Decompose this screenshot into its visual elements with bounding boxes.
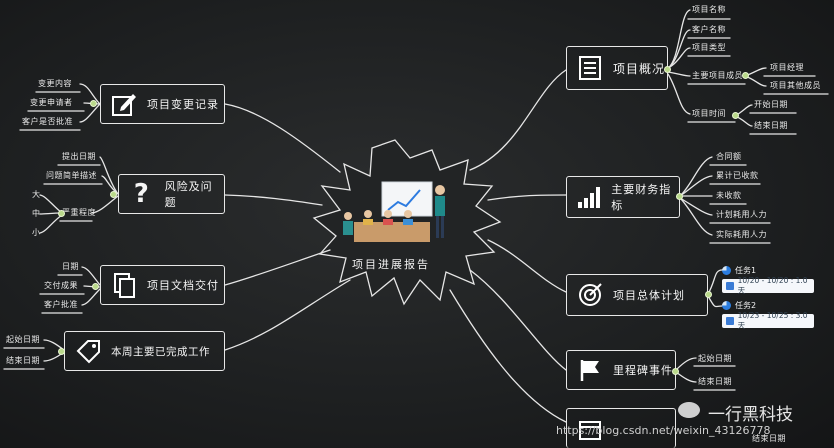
- node-title: 项目总体计划: [613, 289, 685, 302]
- wechat-icon: [678, 402, 700, 418]
- leaf-label: 结束日期: [752, 434, 786, 443]
- collapse-toggle[interactable]: [110, 191, 117, 198]
- leaf-label: 交付成果: [44, 281, 78, 290]
- node-risks[interactable]: ? 风险及问题: [118, 174, 225, 214]
- center-illustration: [336, 178, 456, 248]
- collapse-toggle[interactable]: [92, 283, 99, 290]
- progress-pie-icon: [722, 266, 731, 275]
- collapse-toggle[interactable]: [90, 100, 97, 107]
- node-title: 风险及问题: [164, 180, 213, 209]
- collapse-toggle[interactable]: [742, 72, 749, 79]
- leaf-label: 提出日期: [62, 152, 96, 161]
- collapse-toggle[interactable]: [705, 291, 712, 298]
- node-project-overview[interactable]: 项目概况: [566, 46, 668, 90]
- node-change-log[interactable]: 项目变更记录: [100, 84, 225, 124]
- target-icon: [575, 280, 605, 310]
- leaf-label: 项目经理: [770, 63, 804, 72]
- calendar-icon: [726, 282, 734, 290]
- task-date-bar: 10/20 - 10/20 : 1.0 天: [722, 276, 814, 295]
- node-finance[interactable]: 主要财务指标: [566, 176, 680, 218]
- leaf-label: 客户是否批准: [22, 117, 73, 126]
- edit-icon: [109, 89, 139, 119]
- leaf-label: 项目其他成员: [770, 81, 821, 90]
- tag-icon: [73, 336, 103, 366]
- center-title: 项目进展报告: [352, 258, 430, 271]
- files-icon: [109, 270, 139, 300]
- watermark-url: https://blog.csdn.net/weixin_43126778: [556, 424, 771, 437]
- collapse-toggle[interactable]: [672, 368, 679, 375]
- leaf-label: 起始日期: [6, 335, 40, 344]
- node-title: 里程碑事件: [613, 364, 673, 377]
- leaf-label: 日期: [62, 262, 79, 271]
- collapse-toggle[interactable]: [58, 210, 65, 217]
- leaf-label: 结束日期: [698, 377, 732, 386]
- progress-pie-icon: [722, 301, 731, 310]
- node-overall-plan[interactable]: 项目总体计划: [566, 274, 708, 316]
- collapse-toggle[interactable]: [676, 193, 683, 200]
- node-bottom[interactable]: [566, 408, 676, 448]
- flag-icon: [575, 355, 605, 385]
- leaf-label: 变更内容: [38, 79, 72, 88]
- node-title: 项目文档交付: [147, 279, 219, 292]
- leaf-label: 问题简单描述: [46, 171, 97, 180]
- node-title: 主要财务指标: [611, 183, 672, 212]
- leaf-label: 起始日期: [698, 354, 732, 363]
- node-weekly-work[interactable]: 本周主要已完成工作: [64, 331, 225, 371]
- collapse-toggle[interactable]: [58, 348, 65, 355]
- leaf-label: 开始日期: [754, 100, 788, 109]
- leaf-label: 未收款: [716, 191, 742, 200]
- leaf-label: 项目类型: [692, 43, 726, 52]
- leaf-label: 项目时间: [692, 109, 726, 118]
- document-icon: [575, 53, 605, 83]
- collapse-toggle[interactable]: [664, 66, 671, 73]
- question-mark-icon: ?: [133, 179, 150, 209]
- calendar-icon: [726, 317, 734, 325]
- leaf-label: 合同额: [716, 152, 742, 161]
- collapse-toggle[interactable]: [732, 112, 739, 119]
- node-document-delivery[interactable]: 项目文档交付: [100, 265, 225, 305]
- leaf-label: 小: [32, 228, 41, 237]
- calendar-icon: [575, 414, 605, 444]
- node-title: 项目变更记录: [147, 98, 219, 111]
- leaf-label: 实际耗用人力: [716, 230, 767, 239]
- leaf-label: 严重程度: [62, 208, 96, 217]
- leaf-label: 主要项目成员: [692, 71, 743, 80]
- leaf-label: 变更申请者: [30, 98, 73, 107]
- node-title: 本周主要已完成工作: [111, 345, 210, 358]
- task-item[interactable]: 任务2: [722, 300, 756, 311]
- task-item[interactable]: 任务1: [722, 265, 756, 276]
- leaf-label: 计划耗用人力: [716, 210, 767, 219]
- leaf-label: 客户名称: [692, 25, 726, 34]
- leaf-label: 结束日期: [754, 121, 788, 130]
- bar-chart-icon: [575, 182, 603, 212]
- node-milestone[interactable]: 里程碑事件: [566, 350, 676, 390]
- leaf-label: 大: [32, 190, 41, 199]
- leaf-label: 客户批准: [44, 300, 78, 309]
- watermark-brand: 一行黑科技: [708, 405, 793, 425]
- task-date-bar: 10/23 - 10/25 : 3.0 天: [722, 311, 814, 330]
- leaf-label: 中: [32, 209, 41, 218]
- leaf-label: 结束日期: [6, 356, 40, 365]
- node-title: 项目概况: [613, 61, 666, 76]
- leaf-label: 项目名称: [692, 5, 726, 14]
- leaf-label: 累计已收款: [716, 171, 759, 180]
